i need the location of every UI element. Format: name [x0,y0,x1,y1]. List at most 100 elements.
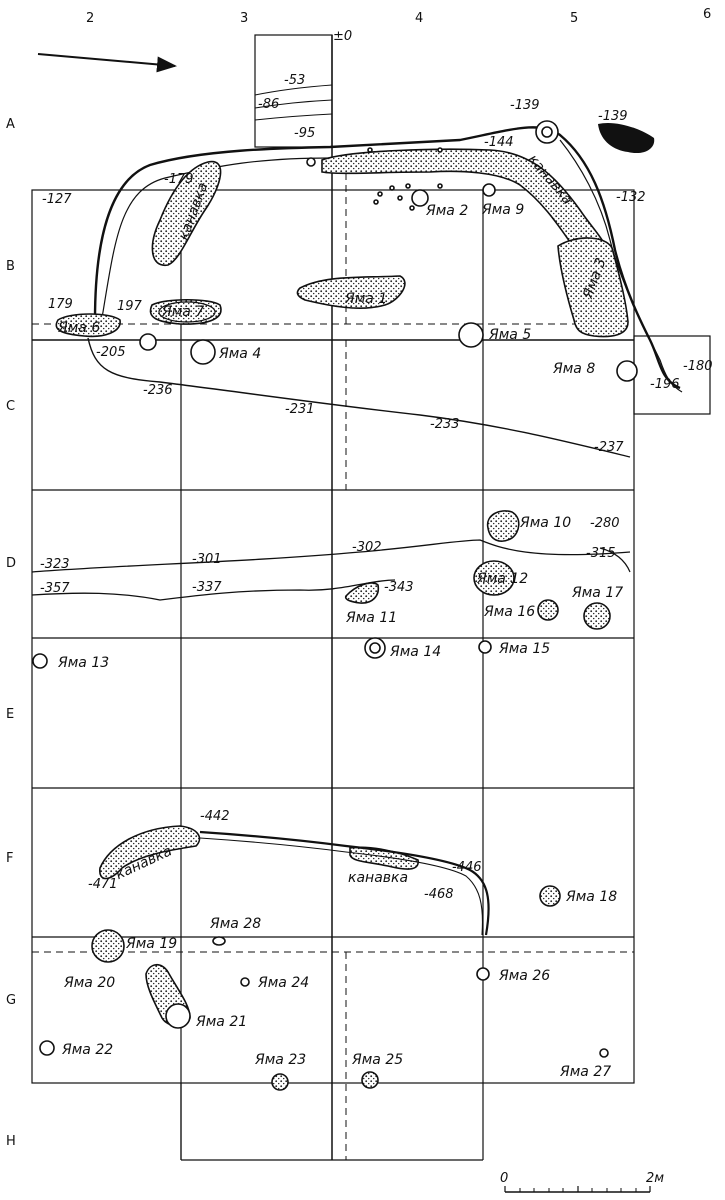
elevation: -95 [294,126,315,141]
pit-24 [240,977,250,987]
elevation: -139 [510,98,540,113]
pit-19 [91,929,125,963]
elevation-zero: ±0 [333,29,352,44]
elevation: -301 [192,552,222,567]
pit-3 [557,237,629,338]
elevation: -357 [40,581,70,596]
pit-28 [212,936,226,946]
elevation: -179 [164,172,194,187]
pit-label: Яма 16 [483,604,535,620]
pit-label: Яма 26 [498,968,550,984]
elevation: -139 [598,109,628,124]
elevation: -442 [200,809,230,824]
pit-label: Яма 25 [351,1052,403,1068]
scale-bar: 0 2м [500,1171,664,1193]
elevation: -471 [88,877,118,892]
pit-1 [296,275,406,309]
row-label: G [6,993,16,1008]
pit-18 [539,885,561,907]
elevation: -446 [452,860,482,875]
scale-end: 2м [646,1171,664,1186]
elevation: -323 [40,557,70,572]
dark-feature [598,122,655,154]
pit-11 [344,582,380,604]
pit-label: Яма 6 [57,320,100,336]
pit-label: Яма 4 [218,346,261,362]
pit-labels: Яма 1 Яма 2 Яма 3 Яма 4 Яма 5 Яма 6 Яма … [57,202,623,1080]
elevation: -468 [424,887,454,902]
pit-12 [473,560,515,596]
pit-label: Яма 28 [209,916,261,932]
pit-6 [55,313,121,338]
structure-outline [87,126,683,458]
pit-label: Яма 18 [565,889,617,905]
pit-9 [482,183,496,197]
elevation: -180 [683,359,713,374]
elevation: -237 [594,440,624,455]
ditch-lower-f2 [99,825,201,880]
elevation: -144 [484,135,514,150]
pit-8 [616,360,638,382]
pit-21 [165,1003,191,1029]
col-label: 5 [570,11,578,26]
elevation: -302 [352,540,382,555]
scale-start: 0 [500,1171,508,1186]
pit-22 [39,1040,55,1056]
pit-label: Яма 9 [481,202,524,218]
pit-label: Яма 19 [125,936,177,952]
round-pits [32,120,638,1058]
pit-label: Яма 21 [195,1014,247,1030]
elevation: -231 [285,402,315,417]
pit-label: Яма 17 [571,585,623,601]
row-label: E [6,707,14,722]
pit-27 [599,1048,609,1058]
pit-15 [478,640,492,654]
pit-13 [32,653,48,669]
pit-label: Яма 27 [559,1064,611,1080]
pit-7 [149,299,222,325]
row-label: A [6,117,15,132]
contour-lines [31,539,631,601]
direction-arrow [37,53,177,73]
elevation: -205 [96,345,126,360]
pit-2 [411,189,429,207]
pit-label: Яма 15 [498,641,550,657]
pit-23 [271,1073,289,1091]
pit-label: Яма 13 [57,655,109,671]
pit-10 [486,510,520,542]
pit-label: Яма 2 [425,203,468,219]
ditches [99,148,607,936]
elevation: -233 [430,417,460,432]
elevation: -132 [616,190,646,205]
elevation: 179 [48,297,73,312]
pit-label: Яма 8 [552,361,595,377]
row-label: C [6,399,15,414]
pit-label: Яма 24 [257,975,309,991]
pit-26 [476,967,490,981]
pit-label: Яма 14 [389,644,441,660]
row-label: D [6,556,16,571]
elevation: -236 [143,383,173,398]
pit-label: Яма 5 [488,327,531,343]
row-label: F [6,851,13,866]
pit-label: Яма 20 [63,975,115,991]
elevation: -337 [192,580,222,595]
pit-5 [458,322,484,348]
pit-label: Яма 1 [344,291,387,307]
ditch-label: канавка [348,870,408,886]
col-label: 2 [86,11,94,26]
pit-16 [537,599,559,621]
ditch-upper-b3 [151,160,222,266]
pit-label: Яма 10 [519,515,571,531]
elevation: -343 [384,580,414,595]
pit-4 [190,339,216,365]
elevation: 197 [117,299,143,314]
col-label: 6 [703,7,711,22]
grid-labels: 2 3 4 5 6 A B C D E F G H [6,7,711,1149]
elevation: -280 [590,516,620,531]
elevation: -196 [650,377,680,392]
pit-label: Яма 23 [254,1052,306,1068]
elevation: -127 [42,192,72,207]
elevation: -315 [586,546,616,561]
